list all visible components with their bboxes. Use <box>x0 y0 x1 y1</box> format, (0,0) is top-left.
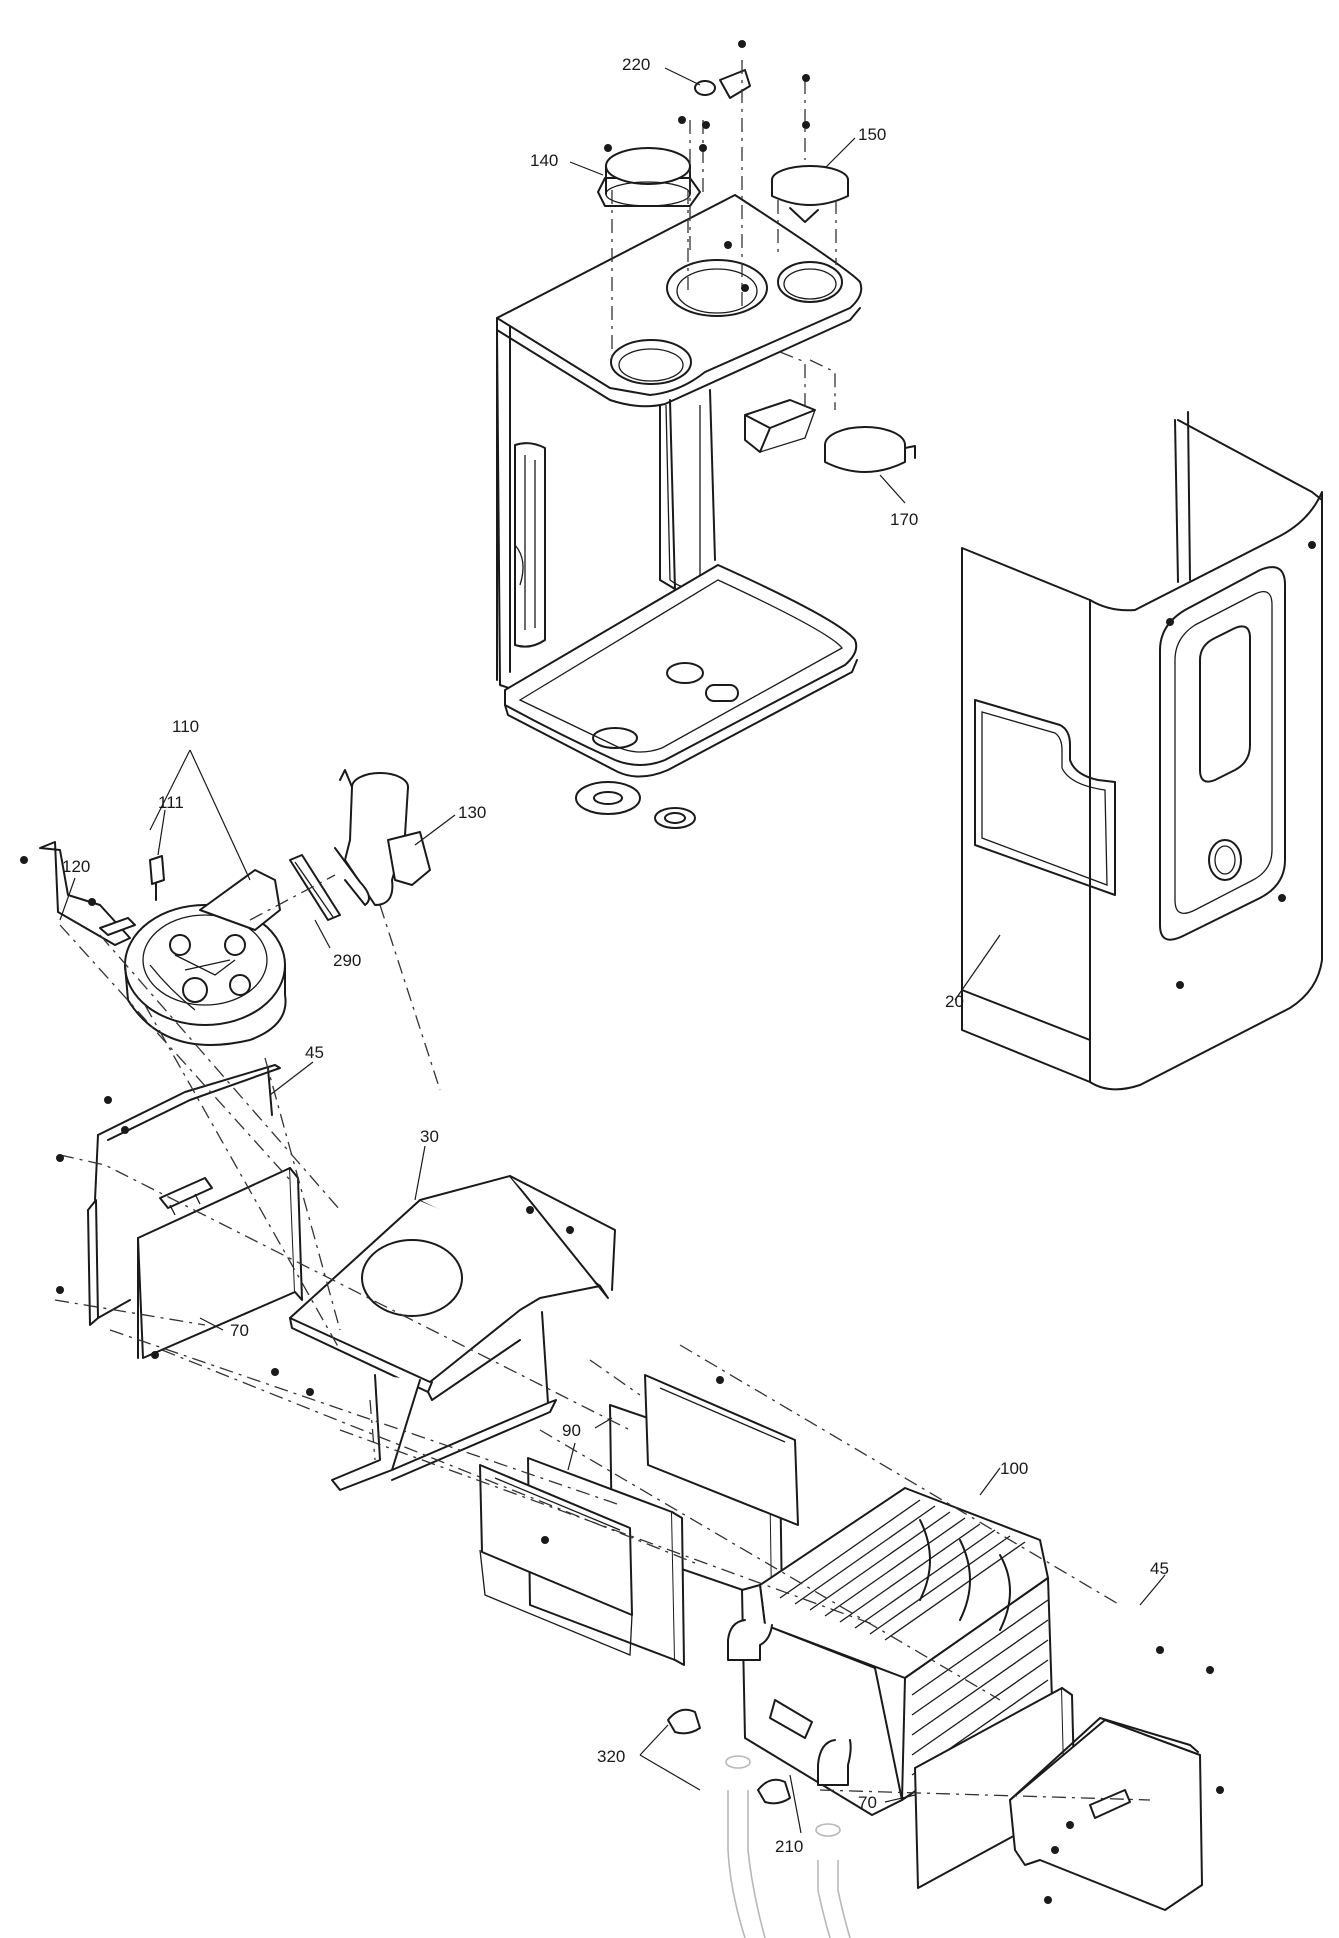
callout-290: 290 <box>333 951 361 970</box>
heat-exchanger-100 <box>727 1487 1053 1816</box>
venturi-130 <box>334 769 431 906</box>
callout-70-left: 70 <box>230 1321 249 1340</box>
callout-120: 120 <box>62 857 90 876</box>
air-inlet-150 <box>771 165 849 223</box>
callout-150: 150 <box>858 125 886 144</box>
casing-frame <box>496 194 863 778</box>
clips-320 <box>667 1708 791 1805</box>
right-bracket-45 <box>1009 1717 1203 1911</box>
side-brackets-90 <box>479 1374 799 1656</box>
assembly-lines-lower <box>54 874 1151 1801</box>
callout-130: 130 <box>458 803 486 822</box>
fan-assembly-110 <box>124 855 287 1046</box>
ghost-pipes <box>725 1755 851 1938</box>
clip-bracket-left <box>159 1177 213 1216</box>
callout-100: 100 <box>1000 1459 1028 1478</box>
combustion-chamber-30 <box>289 1175 616 1491</box>
callout-30: 30 <box>420 1127 439 1146</box>
callout-45-left: 45 <box>305 1043 324 1062</box>
callout-210: 210 <box>775 1837 803 1856</box>
callout-140: 140 <box>530 151 558 170</box>
left-side-bracket-45 <box>87 1064 281 1326</box>
gasket-290 <box>289 854 341 921</box>
leader-lines <box>59 67 1166 1834</box>
fin-lines <box>779 1499 1049 1776</box>
front-case-20 <box>961 411 1323 1091</box>
callouts: 220 140 150 170 20 110 111 120 130 290 4… <box>62 55 1169 1856</box>
pressure-switch-170 <box>824 426 916 473</box>
callout-20: 20 <box>945 992 964 1011</box>
grommets <box>575 781 696 829</box>
callout-45-right: 45 <box>1150 1559 1169 1578</box>
callout-110: 110 <box>172 717 199 736</box>
callout-90: 90 <box>562 1421 581 1440</box>
callout-70-right: 70 <box>858 1793 877 1812</box>
bracket-120 <box>39 841 136 946</box>
insulation-70-left <box>137 1167 303 1359</box>
assembly-lines-top <box>611 60 837 410</box>
sensor-220 <box>694 69 751 99</box>
flue-adaptor-140 <box>597 147 701 207</box>
callout-170: 170 <box>890 510 918 529</box>
callout-220: 220 <box>622 55 650 74</box>
callout-320: 320 <box>597 1747 625 1766</box>
screws <box>20 40 1316 1904</box>
callout-111: 111 <box>158 793 184 812</box>
